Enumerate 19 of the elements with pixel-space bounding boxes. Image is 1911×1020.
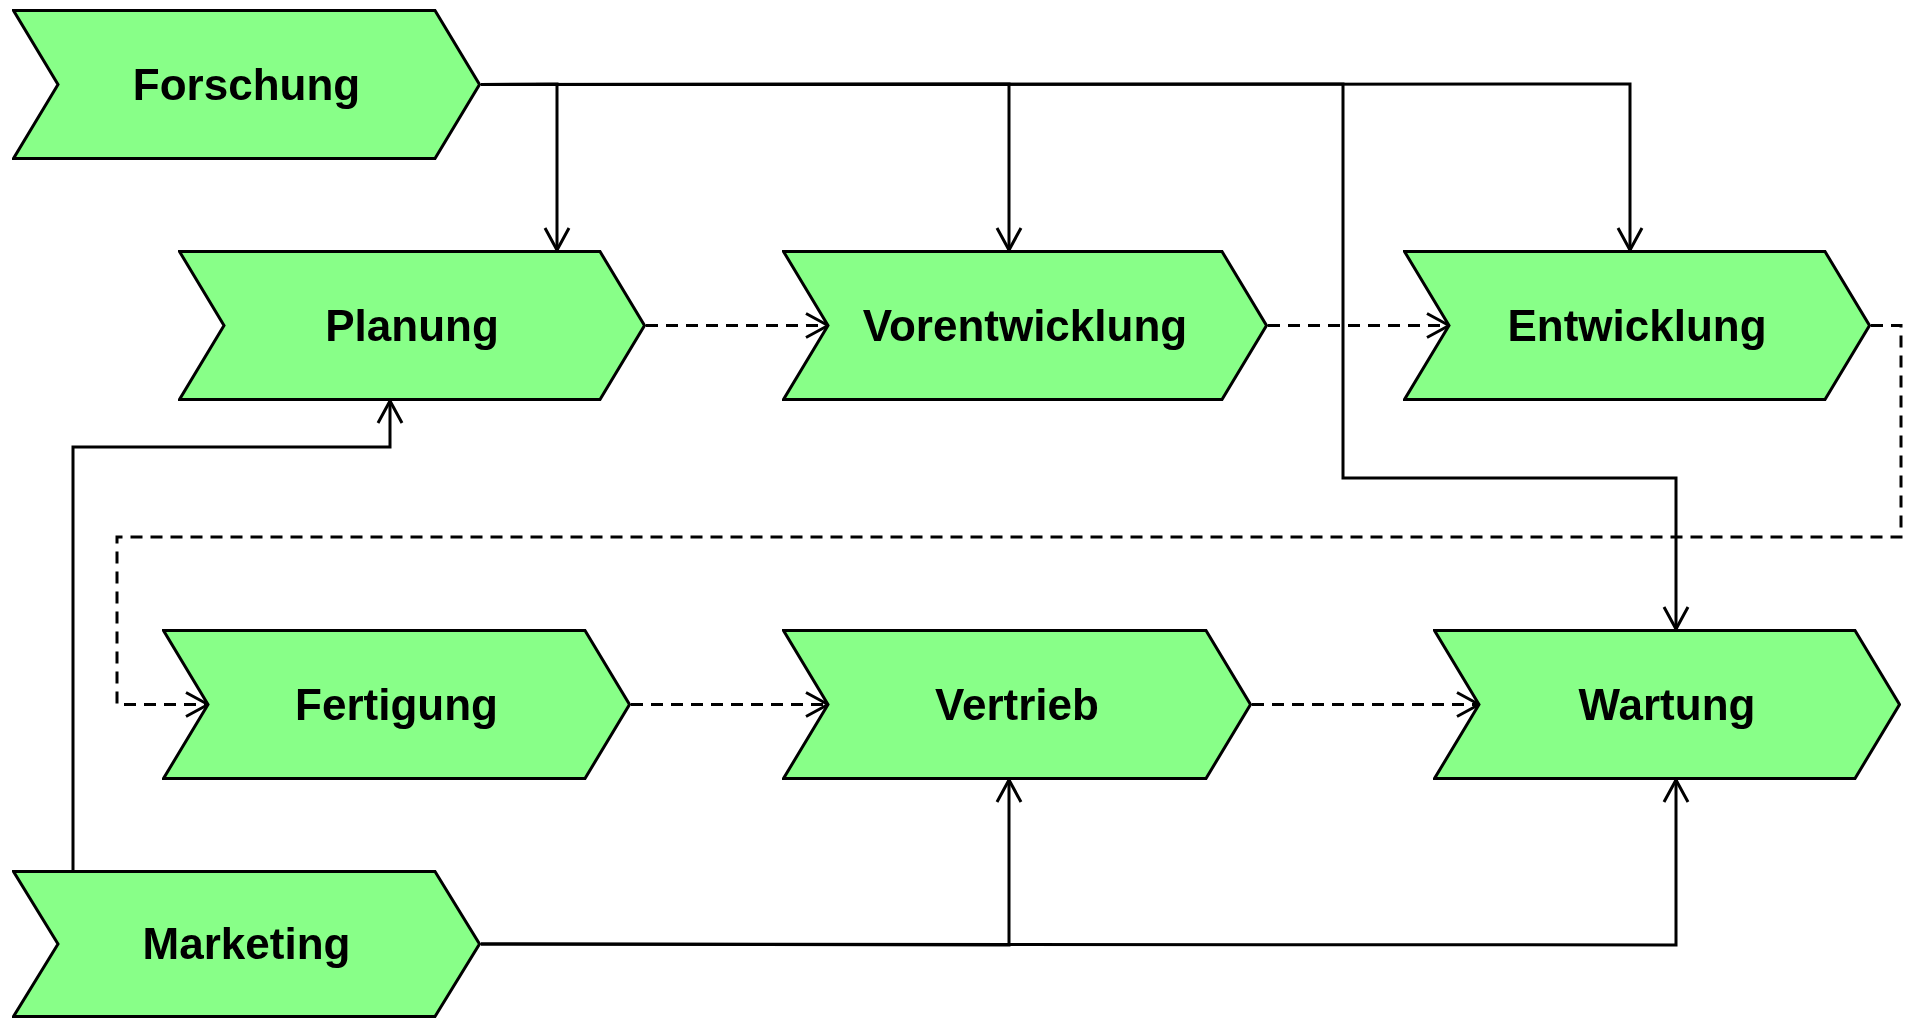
chevron-step	[782, 250, 1268, 401]
chevron-step	[12, 870, 481, 1018]
step-label: Wartung	[1578, 678, 1756, 731]
chevron-step	[1433, 629, 1901, 780]
step-label: Marketing	[142, 918, 351, 970]
arrow	[481, 778, 1690, 947]
chevron-step	[178, 250, 646, 401]
chevron-step	[782, 629, 1252, 780]
step-label: Vorentwicklung	[862, 299, 1188, 352]
chevron-step	[12, 9, 481, 160]
step-label: Vertrieb	[935, 678, 1099, 731]
chevron-step	[162, 629, 631, 780]
chevron-step	[1403, 250, 1871, 401]
step-label: Entwicklung	[1507, 299, 1767, 352]
step-label: Fertigung	[295, 678, 498, 731]
dashed-arrow	[115, 324, 1903, 718]
step-label: Forschung	[132, 58, 361, 111]
arrow	[71, 399, 404, 870]
step-label: Planung	[325, 299, 499, 352]
